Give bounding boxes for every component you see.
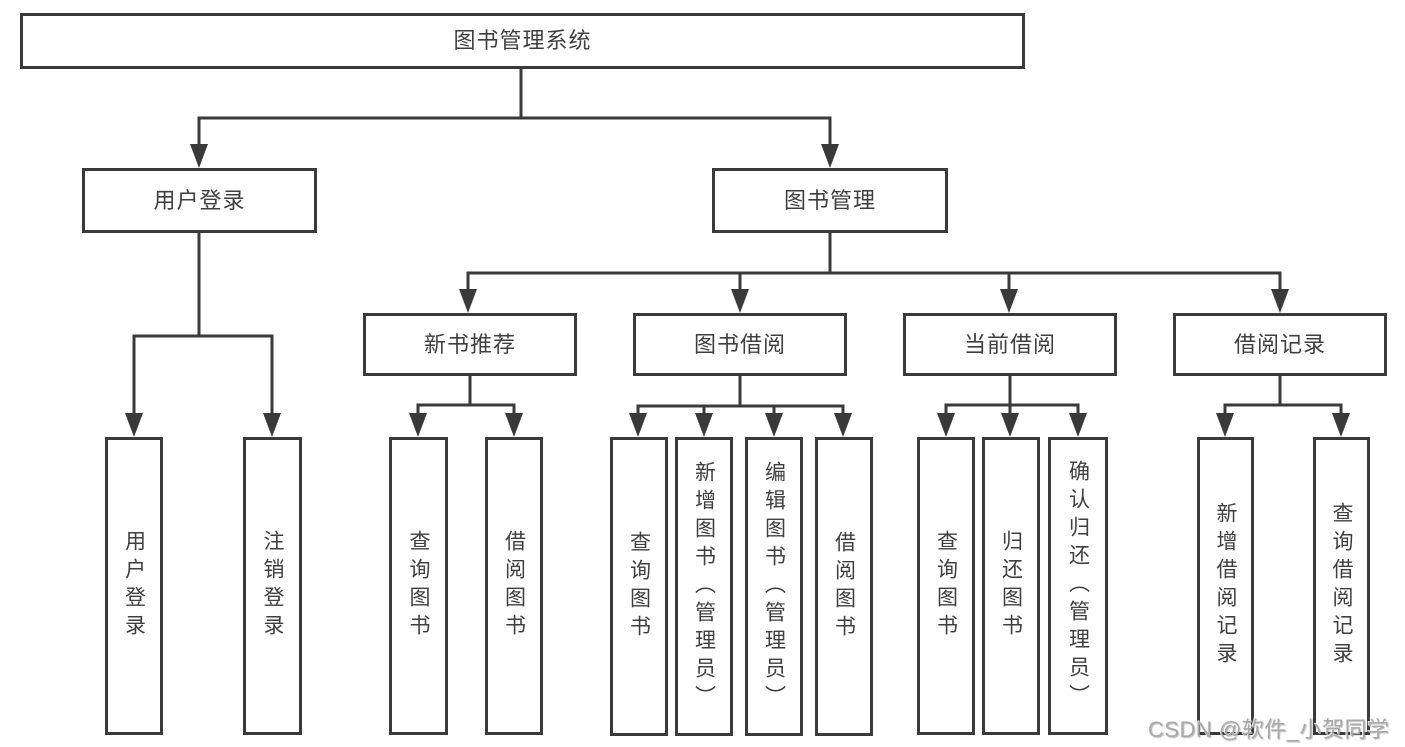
leaf-query-books-recommend: 查询图书 <box>389 437 448 735</box>
node-current-borrowing: 当前借阅 <box>903 313 1117 376</box>
node-new-book-recommend: 新书推荐 <box>363 313 577 376</box>
leaf-borrow-books-recommend: 借阅图书 <box>485 437 543 735</box>
leaf-borrow-books-recommend-label: 借阅图书 <box>502 530 526 642</box>
leaf-add-books-admin-label: 新增图书（管理员） <box>692 460 716 713</box>
leaf-query-books-borrow: 查询图书 <box>610 437 668 736</box>
leaf-borrow-books-label: 借阅图书 <box>832 530 856 643</box>
leaf-query-books-recommend-label: 查询图书 <box>407 530 430 642</box>
node-root-label: 图书管理系统 <box>453 28 592 53</box>
node-book-management: 图书管理 <box>712 168 948 233</box>
node-root: 图书管理系统 <box>20 13 1025 69</box>
leaf-confirm-return-admin-label: 确认归还（管理员） <box>1066 460 1090 712</box>
node-new-book-recommend-label: 新书推荐 <box>423 331 516 357</box>
leaf-logout-label: 注销登录 <box>261 530 284 642</box>
leaf-query-books-borrow-label: 查询图书 <box>627 530 651 643</box>
node-book-borrowing: 图书借阅 <box>633 313 847 376</box>
leaf-query-books-current: 查询图书 <box>917 437 975 735</box>
leaf-borrow-books: 借阅图书 <box>815 437 873 736</box>
leaf-query-borrow-record-label: 查询借阅记录 <box>1330 502 1353 670</box>
leaf-logout: 注销登录 <box>243 437 302 735</box>
leaf-return-books: 归还图书 <box>982 437 1040 735</box>
node-borrowing-records-label: 借阅记录 <box>1233 331 1326 357</box>
leaf-query-books-current-label: 查询图书 <box>934 530 958 642</box>
leaf-user-login: 用户登录 <box>105 437 163 735</box>
leaf-add-borrow-record-label: 新增借阅记录 <box>1214 502 1237 670</box>
node-user-login-label: 用户登录 <box>153 187 246 213</box>
node-book-management-label: 图书管理 <box>783 187 876 213</box>
node-borrowing-records: 借阅记录 <box>1173 313 1387 376</box>
leaf-add-books-admin: 新增图书（管理员） <box>675 437 733 736</box>
leaf-confirm-return-admin: 确认归还（管理员） <box>1048 437 1108 735</box>
leaf-edit-books-admin: 编辑图书（管理员） <box>745 437 803 736</box>
node-current-borrowing-label: 当前借阅 <box>963 331 1056 357</box>
leaf-add-borrow-record: 新增借阅记录 <box>1197 437 1254 735</box>
leaf-user-login-label: 用户登录 <box>122 530 146 642</box>
leaf-edit-books-admin-label: 编辑图书（管理员） <box>762 460 786 713</box>
leaf-query-borrow-record: 查询借阅记录 <box>1313 437 1370 735</box>
leaf-return-books-label: 归还图书 <box>999 530 1023 642</box>
csdn-watermark: CSDN @软件_小贺同学 <box>1148 717 1390 742</box>
node-user-login: 用户登录 <box>82 168 317 233</box>
node-book-borrowing-label: 图书借阅 <box>693 331 786 357</box>
